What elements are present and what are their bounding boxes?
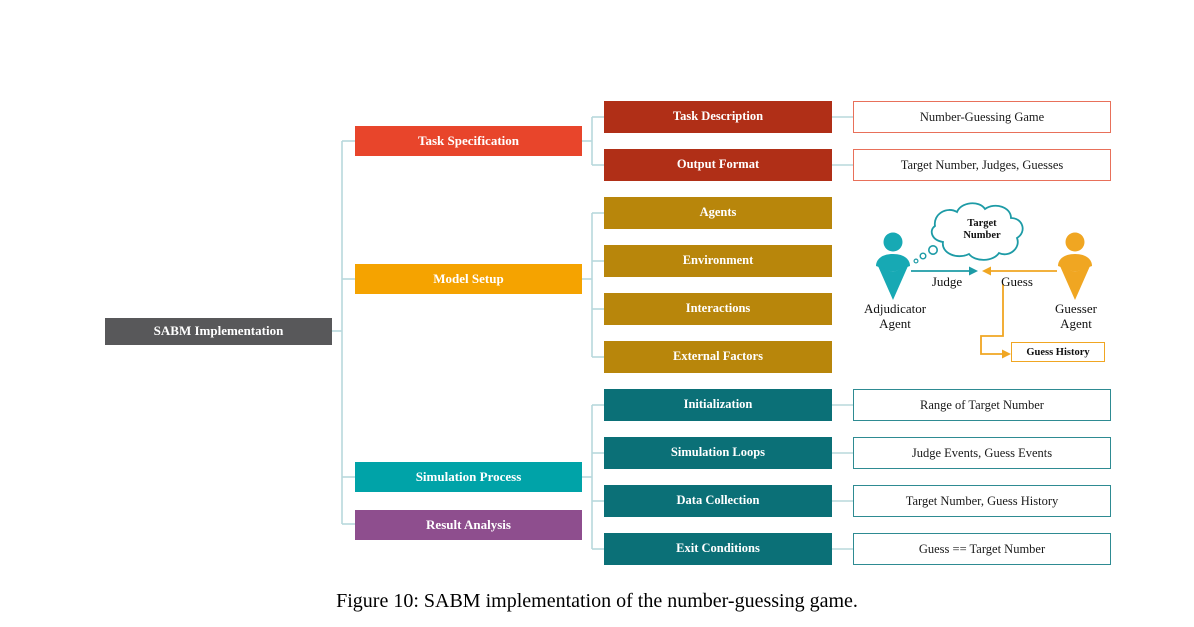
guess-history-connector — [980, 284, 1011, 359]
guesser-agent-line1: Guesser — [1055, 301, 1097, 316]
thought-bubble-line2: Number — [963, 229, 1001, 241]
leaf-number-guessing-game[interactable]: Number-Guessing Game — [853, 101, 1111, 133]
branch-simulation-process-label: Simulation Process — [415, 468, 522, 484]
guesser-agent-icon — [1058, 232, 1092, 300]
branch-task-specification-label: Task Specification — [417, 132, 519, 148]
node-task-description-label: Task Description — [672, 109, 764, 124]
node-agents-label: Agents — [699, 205, 737, 220]
branch-model-setup-label: Model Setup — [433, 270, 504, 286]
leaf-range-of-target-number-label: Range of Target Number — [920, 397, 1044, 412]
node-data-collection[interactable]: Data Collection — [604, 485, 832, 517]
leaf-number-guessing-game-label: Number-Guessing Game — [919, 109, 1045, 124]
thought-bubble-line1: Target — [967, 218, 997, 229]
root-node-label: SABM Implementation — [153, 323, 284, 339]
judge-arrow-icon — [911, 266, 978, 276]
branch-simulation-process[interactable]: Simulation Process — [355, 462, 582, 492]
judge-arrow-label: Judge — [915, 274, 979, 290]
node-initialization[interactable]: Initialization — [604, 389, 832, 421]
adjudicator-agent-icon — [876, 232, 910, 300]
adjudicator-agent-line1: Adjudicator — [863, 301, 927, 316]
guess-arrow-icon — [982, 266, 1057, 276]
guesser-agent-line2: Agent — [1060, 315, 1092, 331]
guess-history-box-label: Guess History — [1026, 346, 1090, 358]
adjudicator-agent-label: Adjudicator Agent — [843, 301, 947, 331]
branch-model-setup[interactable]: Model Setup — [355, 264, 582, 294]
leaf-target-number-judges-guesses[interactable]: Target Number, Judges, Guesses — [853, 149, 1111, 181]
leaf-target-number-guess-history-label: Target Number, Guess History — [905, 493, 1059, 508]
node-exit-conditions[interactable]: Exit Conditions — [604, 533, 832, 565]
agent-interaction-illustration: Target Number Judge Guess Adjudicator Ag… — [845, 196, 1125, 376]
leaf-target-number-guess-history[interactable]: Target Number, Guess History — [853, 485, 1111, 517]
node-external-factors[interactable]: External Factors — [604, 341, 832, 373]
guess-history-box[interactable]: Guess History — [1011, 342, 1105, 362]
illustration-svg — [876, 202, 1092, 359]
root-node-sabm-implementation[interactable]: SABM Implementation — [105, 318, 332, 345]
node-environment[interactable]: Environment — [604, 245, 832, 277]
branch-result-analysis[interactable]: Result Analysis — [355, 510, 582, 540]
branch-task-specification[interactable]: Task Specification — [355, 126, 582, 156]
node-interactions[interactable]: Interactions — [604, 293, 832, 325]
guess-arrow-label: Guess — [985, 274, 1049, 290]
node-exit-conditions-label: Exit Conditions — [676, 541, 760, 556]
node-data-collection-label: Data Collection — [676, 493, 760, 508]
figure-caption-text: Figure 10: SABM implementation of the nu… — [336, 590, 858, 612]
node-environment-label: Environment — [682, 253, 754, 268]
node-external-factors-label: External Factors — [673, 349, 763, 364]
leaf-range-of-target-number[interactable]: Range of Target Number — [853, 389, 1111, 421]
node-initialization-label: Initialization — [683, 397, 753, 412]
node-output-format-label: Output Format — [676, 157, 760, 172]
adjudicator-agent-line2: Agent — [879, 315, 911, 331]
guess-arrow-label-text: Guess — [1001, 274, 1033, 289]
thought-bubble-icon — [913, 202, 1024, 264]
leaf-guess-equals-target-number-label: Guess == Target Number — [918, 541, 1046, 556]
leaf-guess-equals-target-number[interactable]: Guess == Target Number — [853, 533, 1111, 565]
leaf-judge-events-guess-events[interactable]: Judge Events, Guess Events — [853, 437, 1111, 469]
leaf-target-number-judges-guesses-label: Target Number, Judges, Guesses — [900, 157, 1064, 172]
branch-result-analysis-label: Result Analysis — [426, 516, 511, 532]
node-simulation-loops[interactable]: Simulation Loops — [604, 437, 832, 469]
node-interactions-label: Interactions — [685, 301, 751, 316]
node-task-description[interactable]: Task Description — [604, 101, 832, 133]
judge-arrow-label-text: Judge — [931, 274, 963, 289]
node-agents[interactable]: Agents — [604, 197, 832, 229]
thought-bubble-text: Target Number — [949, 218, 1015, 242]
node-simulation-loops-label: Simulation Loops — [670, 445, 766, 460]
leaf-judge-events-guess-events-label: Judge Events, Guess Events — [911, 445, 1053, 460]
guesser-agent-label: Guesser Agent — [1027, 301, 1125, 331]
node-output-format[interactable]: Output Format — [604, 149, 832, 181]
figure-caption: Figure 10: SABM implementation of the nu… — [0, 590, 1194, 613]
